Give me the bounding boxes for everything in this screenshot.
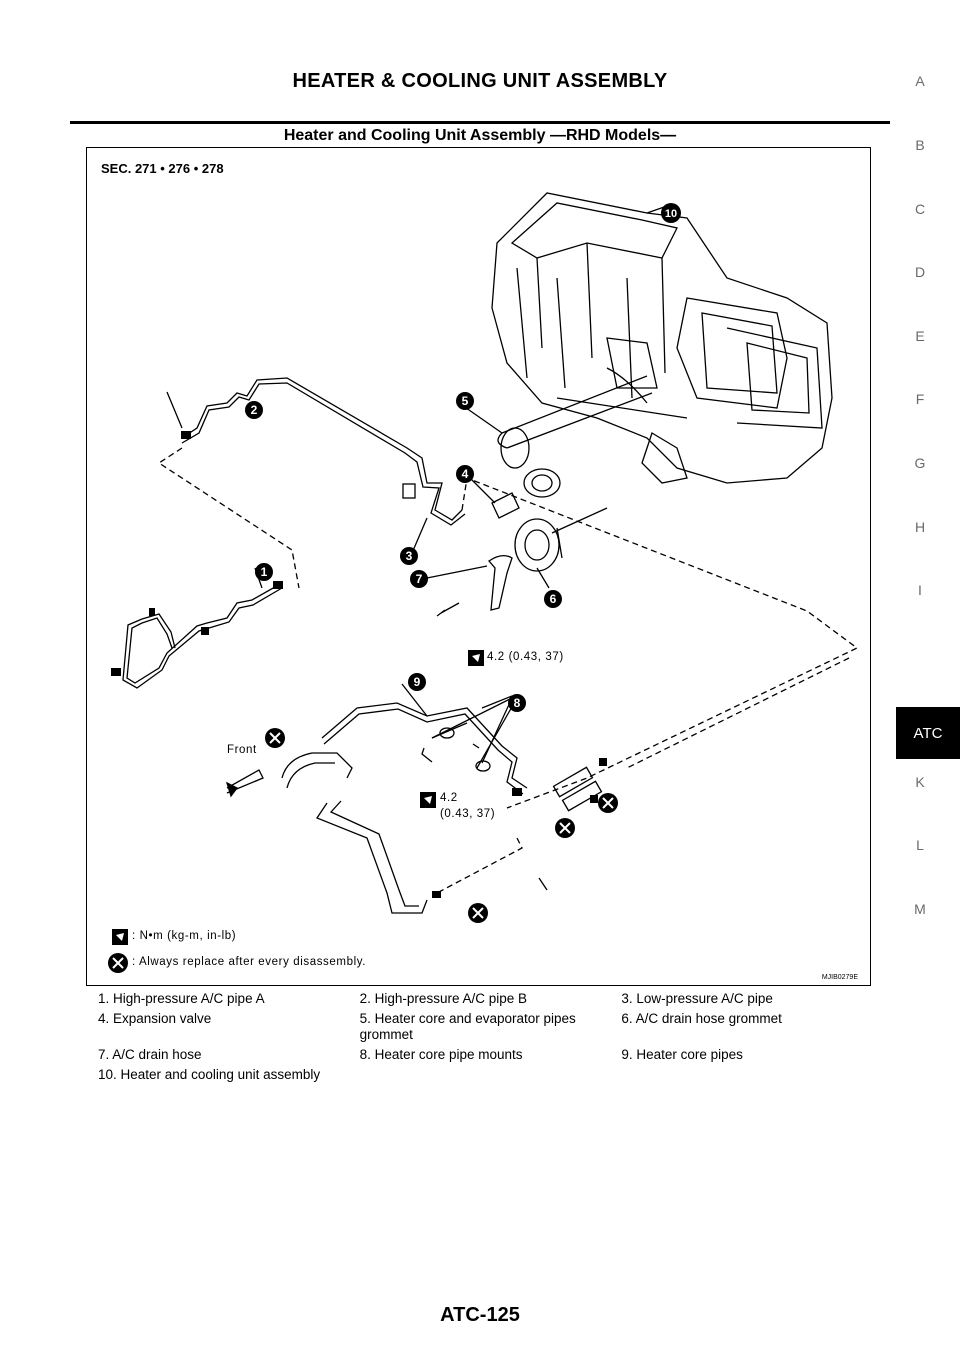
torque-spec-2-units: (0.43, 37) — [440, 808, 496, 820]
part-10: 10. Heater and cooling unit assembly — [98, 1067, 321, 1082]
part-empty — [609, 1067, 871, 1087]
part-2: 2. High-pressure A/C pipe B — [359, 991, 527, 1006]
section-reference-label: SEC. 271 • 276 • 278 — [101, 161, 224, 176]
part-5: 5. Heater core and evaporator pipes grom… — [359, 1011, 576, 1042]
callout-10: 10 — [665, 208, 677, 220]
callout-6: 6 — [550, 592, 557, 606]
side-tab-atc[interactable]: ATC — [896, 707, 960, 759]
front-label: Front — [227, 744, 257, 756]
side-index-l[interactable]: L — [916, 837, 924, 853]
callout-4: 4 — [462, 467, 469, 481]
page-number: ATC-125 — [440, 1304, 520, 1326]
table-row: 7. A/C drain hose 8. Heater core pipe mo… — [86, 1047, 871, 1067]
part-6: 6. A/C drain hose grommet — [621, 1011, 782, 1026]
section-title: Heater and Cooling Unit Assembly —RHD Mo… — [283, 127, 677, 144]
figure-id: MJIB0279E — [821, 974, 858, 981]
callout-1: 1 — [261, 565, 268, 579]
side-index-m[interactable]: M — [914, 901, 926, 917]
exploded-view-figure: 2 1 3 4 5 6 7 8 9 10 SEC. 271 • 276 • 27… — [86, 147, 871, 986]
part-empty — [348, 1067, 610, 1087]
callout-2: 2 — [251, 403, 258, 417]
callout-9: 9 — [414, 675, 421, 689]
side-index-h[interactable]: H — [914, 519, 926, 535]
table-row: 4. Expansion valve 5. Heater core and ev… — [86, 1011, 871, 1047]
table-row: 1. High-pressure A/C pipe A 2. High-pres… — [86, 991, 871, 1011]
part-7: 7. A/C drain hose — [98, 1047, 202, 1062]
side-index-d[interactable]: D — [914, 264, 926, 280]
page-header: HEATER & COOLING UNIT ASSEMBLY — [292, 70, 668, 92]
side-index-e[interactable]: E — [915, 328, 925, 344]
part-8: 8. Heater core pipe mounts — [359, 1047, 523, 1062]
side-index-k[interactable]: K — [915, 774, 925, 790]
part-1: 1. High-pressure A/C pipe A — [98, 991, 265, 1006]
torque-symbol-icons — [112, 650, 484, 945]
side-index-b[interactable]: B — [915, 137, 925, 153]
heater-cooling-unit-drawing — [491, 192, 833, 484]
side-index-f[interactable]: F — [915, 391, 925, 407]
parts-legend-table: 1. High-pressure A/C pipe A 2. High-pres… — [86, 991, 871, 1087]
table-row: 10. Heater and cooling unit assembly — [86, 1067, 871, 1087]
side-index-i[interactable]: I — [918, 582, 922, 598]
callout-3: 3 — [406, 549, 413, 563]
replace-symbol-icons — [108, 728, 618, 973]
side-index-a[interactable]: A — [915, 73, 925, 89]
torque-spec-1: 4.2 (0.43, 37) — [487, 651, 564, 663]
side-index-c[interactable]: C — [914, 201, 926, 217]
side-index-g[interactable]: G — [914, 455, 926, 471]
part-4: 4. Expansion valve — [98, 1011, 212, 1026]
callout-7: 7 — [416, 572, 423, 586]
legend-torque-text: : N•m (kg-m, in-lb) — [132, 930, 237, 942]
part-9: 9. Heater core pipes — [621, 1047, 743, 1062]
legend-replace-text: : Always replace after every disassembly… — [132, 956, 367, 968]
callout-5: 5 — [462, 394, 469, 408]
header-rule — [70, 121, 890, 124]
callout-8: 8 — [514, 696, 521, 710]
torque-spec-2-value: 4.2 — [440, 792, 458, 804]
exploded-view-drawing: 2 1 3 4 5 6 7 8 9 10 — [108, 192, 859, 973]
part-3: 3. Low-pressure A/C pipe — [621, 991, 773, 1006]
